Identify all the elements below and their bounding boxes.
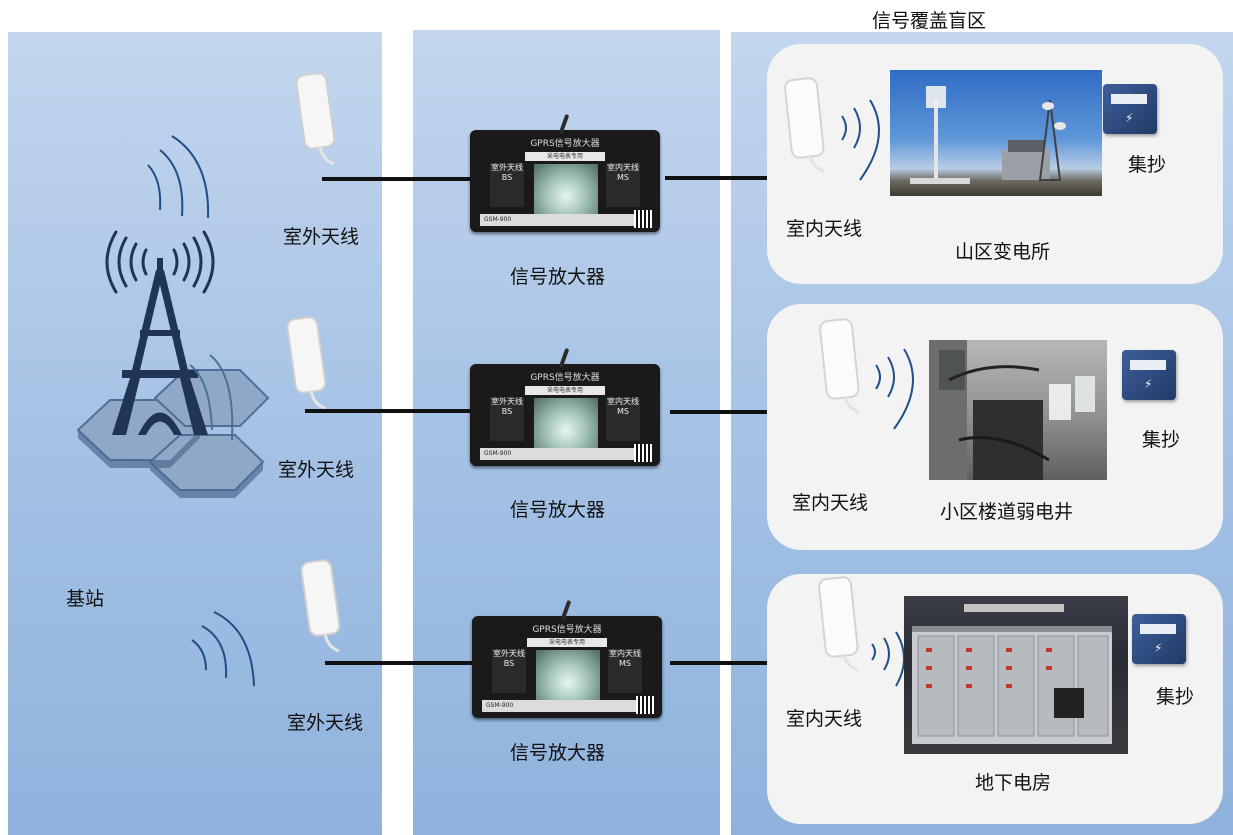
electric-meter-icon: ⚡ <box>1103 84 1157 134</box>
electric-meter-icon: ⚡ <box>1122 350 1176 400</box>
base-station-tower-icon <box>76 230 270 498</box>
outdoor-cable <box>325 661 475 665</box>
amplifier-title: GPRS信号放大器 <box>530 373 600 383</box>
collector-label: 集抄 <box>1156 686 1195 708</box>
amplifier-title: GPRS信号放大器 <box>532 625 602 635</box>
basement-power-room-photo <box>904 596 1128 754</box>
outdoor-antenna-icon <box>286 316 327 410</box>
amplifier-model: GSM-900 <box>480 214 640 226</box>
indoor-antenna-icon <box>818 576 859 672</box>
qr-code-icon <box>634 444 652 462</box>
qr-code-icon <box>634 210 652 228</box>
amplifier-title: GPRS信号放大器 <box>530 139 600 149</box>
indoor-antenna-icon <box>784 77 825 173</box>
signal-waves-icon <box>841 99 880 181</box>
substation-photo <box>890 70 1102 196</box>
signal-waves-icon <box>191 611 255 687</box>
indoor-antenna-icon <box>819 318 860 414</box>
signal-waves-icon <box>875 348 914 430</box>
outdoor-antenna-icon <box>295 72 336 166</box>
qr-code-icon <box>636 696 654 714</box>
amplifier-label: 信号放大器 <box>510 499 606 521</box>
collector-label: 集抄 <box>1128 154 1167 176</box>
outdoor-antenna-icon <box>300 559 341 653</box>
indoor-antenna-label: 室内天线 <box>792 492 869 514</box>
amplifier-subtitle: 采电电表专用 <box>525 386 605 395</box>
indoor-cable <box>665 176 811 180</box>
amplifier-model: GSM-900 <box>482 700 642 712</box>
blind-zone-title: 信号覆盖盲区 <box>872 10 987 32</box>
site-name-weak-current-well: 小区楼道弱电井 <box>940 501 1074 523</box>
outdoor-antenna-label: 室外天线 <box>287 712 364 734</box>
amplifier-subtitle: 采电电表专用 <box>527 638 607 647</box>
outdoor-cable <box>322 177 472 181</box>
signal-waves-icon <box>147 135 210 219</box>
amplifier-screen <box>534 164 598 218</box>
amplifier-model: GSM-900 <box>480 448 640 460</box>
amplifier-label: 信号放大器 <box>510 742 606 764</box>
amplifier-label: 信号放大器 <box>510 266 606 288</box>
collector-label: 集抄 <box>1142 429 1181 451</box>
indoor-antenna-label: 室内天线 <box>786 218 863 240</box>
electric-meter-icon: ⚡ <box>1132 614 1186 664</box>
outdoor-cable <box>305 409 470 413</box>
outdoor-antenna-label: 室外天线 <box>283 226 360 248</box>
amplifier-screen <box>534 398 598 452</box>
indoor-antenna-label: 室内天线 <box>786 708 863 730</box>
indoor-cable <box>670 410 842 414</box>
outdoor-antenna-label: 室外天线 <box>278 459 355 481</box>
weak-current-well-photo <box>929 340 1107 480</box>
site-name-basement-power-room: 地下电房 <box>975 772 1052 794</box>
base-station-label: 基站 <box>66 588 105 610</box>
amplifier-subtitle: 采电电表专用 <box>525 152 605 161</box>
amplifier-screen <box>536 650 600 704</box>
indoor-cable <box>670 661 838 665</box>
site-name-substation: 山区变电所 <box>955 241 1051 263</box>
